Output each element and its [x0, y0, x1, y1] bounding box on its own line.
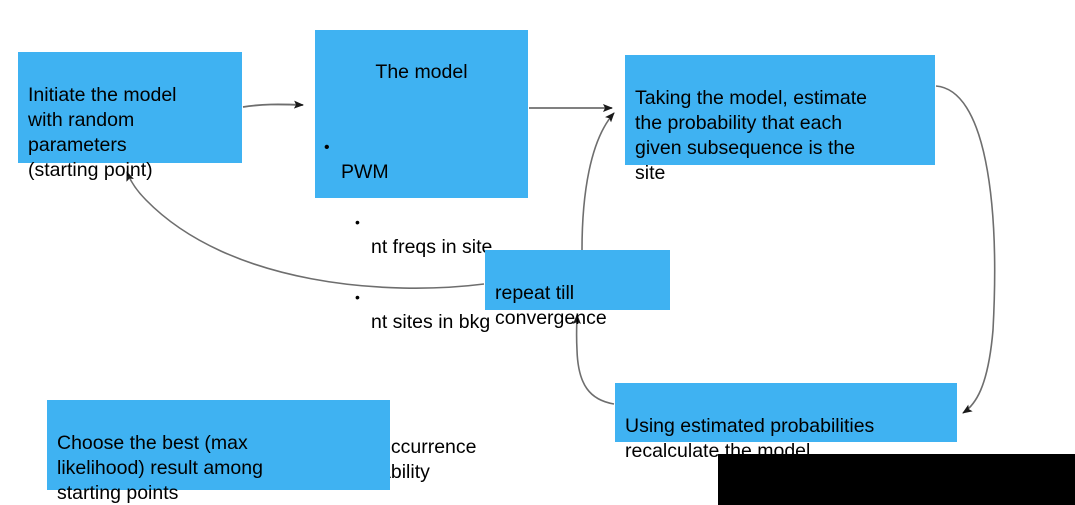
- node-estimate-probability[interactable]: Taking the model, estimate the probabili…: [625, 55, 935, 184]
- node-the-model-title: The model: [375, 61, 468, 83]
- node-initiate-model[interactable]: Initiate the model with random parameter…: [18, 52, 242, 181]
- node-initiate-model-label: Initiate the model with random parameter…: [28, 84, 177, 181]
- bullet-nt-freqs: nt freqs in site: [341, 210, 524, 260]
- bullet-nt-freqs-label: nt freqs in site: [371, 236, 493, 258]
- node-repeat-till-convergence-label: repeat till convergence: [495, 282, 607, 329]
- edge-initiate-to-model: [242, 100, 304, 109]
- bullet-nt-sites: nt sites in bkg: [341, 285, 524, 335]
- node-the-model[interactable]: The model PWM nt freqs in site nt sites …: [315, 30, 528, 483]
- bullet-pwm-sublist: nt freqs in site nt sites in bkg: [341, 185, 524, 360]
- bullet-pwm-label: PWM: [341, 161, 389, 183]
- node-choose-best-result-label: Choose the best (max likelihood) result …: [57, 432, 263, 504]
- node-repeat-till-convergence[interactable]: repeat till convergence: [485, 250, 670, 329]
- bullet-pwm: PWM nt freqs in site nt sites in bkg: [319, 135, 524, 385]
- edge-estimate-to-recalculate: [935, 85, 996, 414]
- node-recalculate-model-label: Using estimated probabilities recalculat…: [625, 415, 875, 462]
- edge-repeat-to-estimate: [581, 112, 615, 251]
- node-recalculate-model[interactable]: Using estimated probabilities recalculat…: [615, 383, 957, 462]
- node-choose-best-result[interactable]: Choose the best (max likelihood) result …: [47, 400, 390, 504]
- bullet-nt-sites-label: nt sites in bkg: [371, 311, 491, 333]
- node-estimate-probability-label: Taking the model, estimate the probabili…: [635, 87, 867, 184]
- blackout-bar: [718, 454, 1075, 505]
